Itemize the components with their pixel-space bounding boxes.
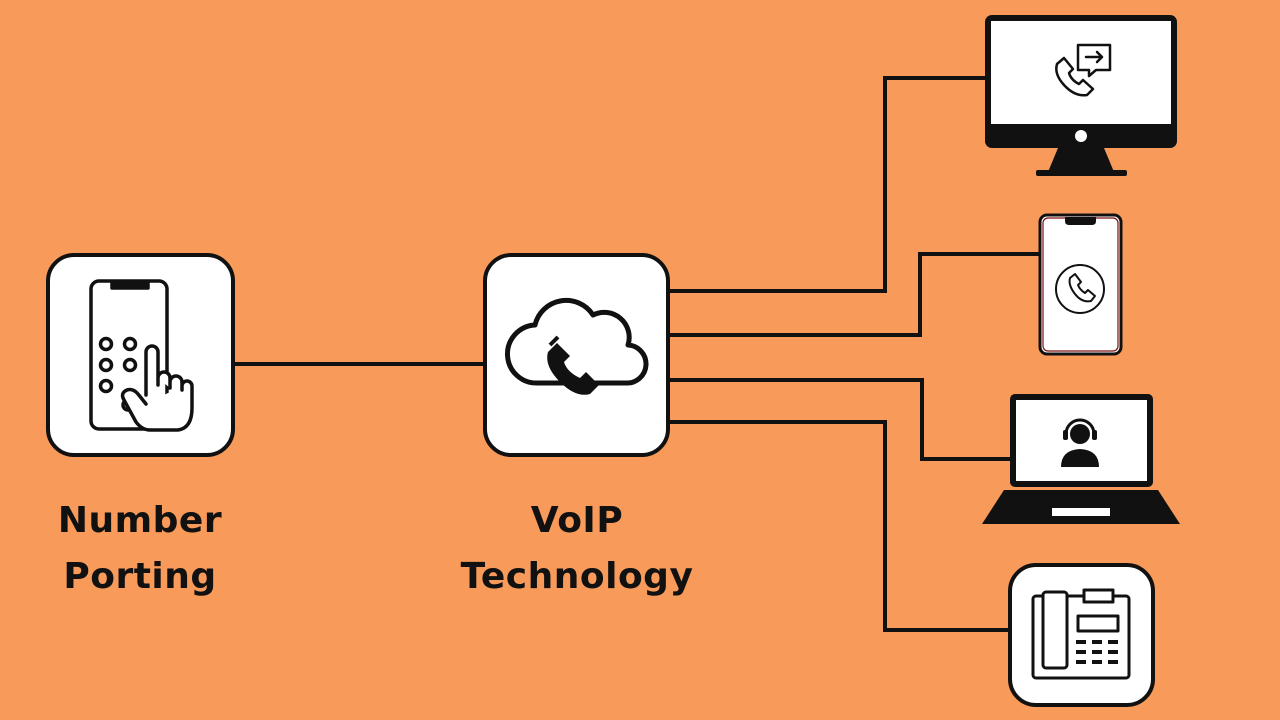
desktop-monitor-endpoint xyxy=(985,15,1177,176)
phone-call-icon xyxy=(1055,264,1105,314)
number-porting-label: Number Porting xyxy=(20,493,260,605)
connector-voip-to-smartphone xyxy=(668,252,1040,337)
phone-keypad-tap-icon xyxy=(89,279,194,432)
number-porting-node xyxy=(46,253,235,457)
desk-phone-endpoint xyxy=(1008,563,1155,707)
connector-voip-to-laptop xyxy=(668,378,1010,461)
number-porting-label-line2: Porting xyxy=(63,556,217,597)
voip-label-line2: Technology xyxy=(460,556,694,597)
cloud-phone-icon xyxy=(504,297,649,395)
connector-voip-to-monitor xyxy=(668,76,985,293)
voip-node xyxy=(483,253,670,457)
smartphone-endpoint xyxy=(1038,213,1123,356)
voip-label-line1: VoIP xyxy=(530,500,624,541)
voip-technology-label: VoIP Technology xyxy=(437,493,717,605)
connectors xyxy=(233,76,1040,632)
office-telephone-icon xyxy=(1031,588,1131,680)
number-porting-label-line1: Number xyxy=(57,500,223,541)
support-agent-icon xyxy=(1061,418,1099,467)
chat-phone-icon xyxy=(1055,43,1112,97)
connector-voip-to-deskphone xyxy=(668,420,1010,632)
laptop-endpoint xyxy=(982,394,1180,524)
